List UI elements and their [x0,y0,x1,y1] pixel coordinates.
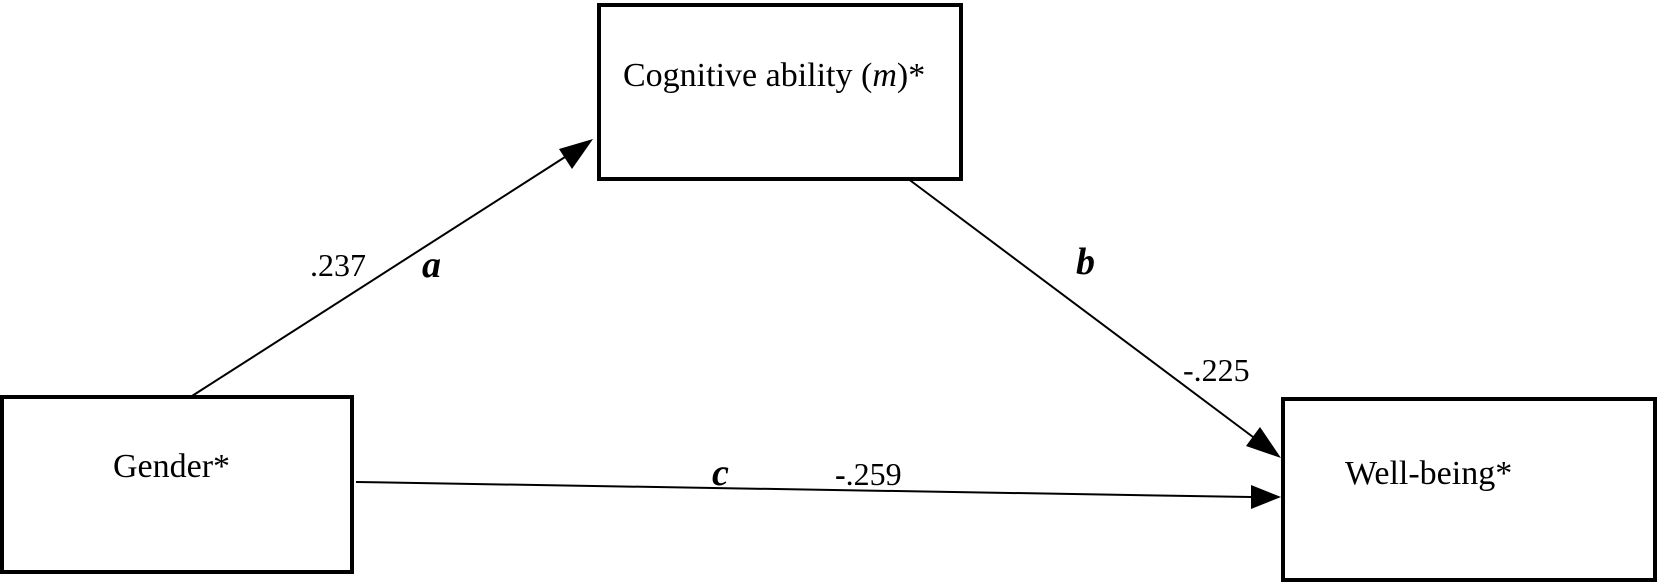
path-c-line [355,481,1252,498]
mediator-label: Cognitive ability (m)* [623,57,925,94]
path-a-line [191,156,566,397]
path-b-arrowhead [1246,427,1281,458]
path-a-coefficient: .237 [310,247,366,283]
path-b-coefficient: -.225 [1183,352,1250,388]
path-c-letter: c [712,452,729,494]
path-b-letter: b [1076,241,1095,283]
path-a-letter: a [422,244,441,286]
path-b-line [906,177,1254,438]
path-a-arrowhead [559,139,593,169]
outcome-label: Well-being* [1345,455,1512,492]
predictor-box [0,395,354,574]
mediator-box [597,3,963,181]
outcome-box [1281,397,1657,582]
path-c-arrowhead [1251,485,1281,509]
predictor-label: Gender* [113,448,230,485]
path-c-coefficient: -.259 [835,456,902,492]
